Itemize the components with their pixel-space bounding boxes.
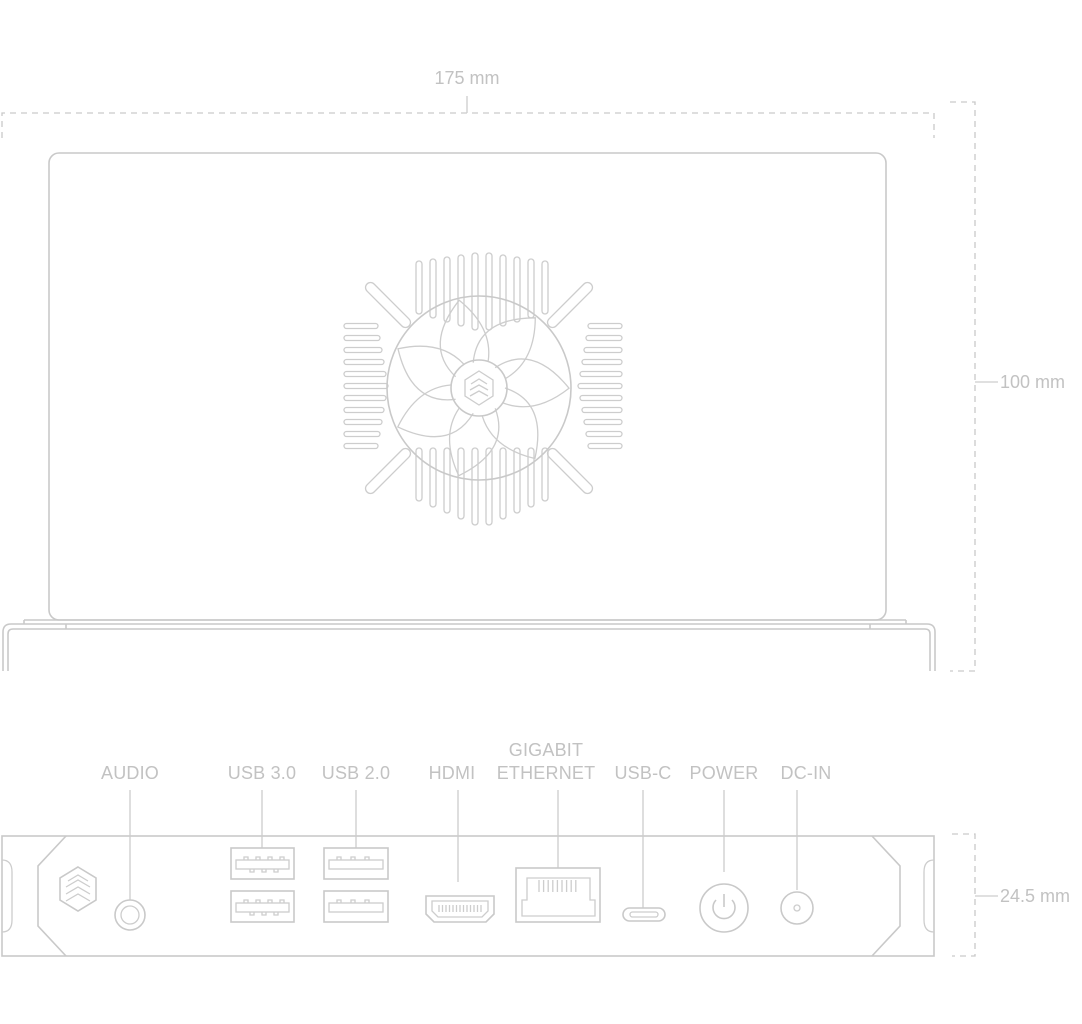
usb2-ports: [323, 847, 389, 923]
depth-dimension: 24.5 mm: [952, 833, 1070, 957]
front-view: 24.5 mm AUDIO USB 3.0 USB 2.0 HDMI GIGAB…: [1, 740, 1070, 957]
depth-dimension-label: 24.5 mm: [1000, 886, 1070, 906]
usb3-ports: [230, 847, 295, 923]
ethernet-port: [515, 867, 601, 923]
usbc-port: [622, 907, 666, 922]
dcin-jack: [780, 891, 814, 925]
front-panel: [1, 835, 935, 957]
height-dimension: 100 mm: [950, 101, 1065, 672]
width-dimension: 175 mm: [1, 68, 935, 138]
hdmi-label: HDMI: [429, 763, 476, 783]
top-view: 175 mm 100 mm: [1, 68, 1065, 672]
heatsink-fan: [343, 252, 623, 526]
height-dimension-label: 100 mm: [1000, 372, 1065, 392]
brand-logo: [59, 866, 97, 912]
hdmi-port: [425, 895, 495, 923]
audio-label: AUDIO: [101, 763, 159, 783]
usb3-label: USB 3.0: [228, 763, 296, 783]
dcin-label: DC-IN: [781, 763, 832, 783]
port-labels: AUDIO USB 3.0 USB 2.0 HDMI GIGABIT ETHER…: [101, 740, 832, 783]
usbc-label: USB-C: [614, 763, 671, 783]
usb2-label: USB 2.0: [322, 763, 390, 783]
ethernet-label-line1: GIGABIT: [509, 740, 583, 760]
leader-lines: [129, 790, 798, 908]
audio-jack: [114, 899, 146, 931]
width-dimension-label: 175 mm: [434, 68, 499, 88]
power-label: POWER: [689, 763, 758, 783]
power-button: [699, 883, 749, 933]
chassis-top-plate: [48, 152, 887, 621]
ethernet-label-line2: ETHERNET: [497, 763, 596, 783]
mounting-bracket: [2, 619, 936, 671]
